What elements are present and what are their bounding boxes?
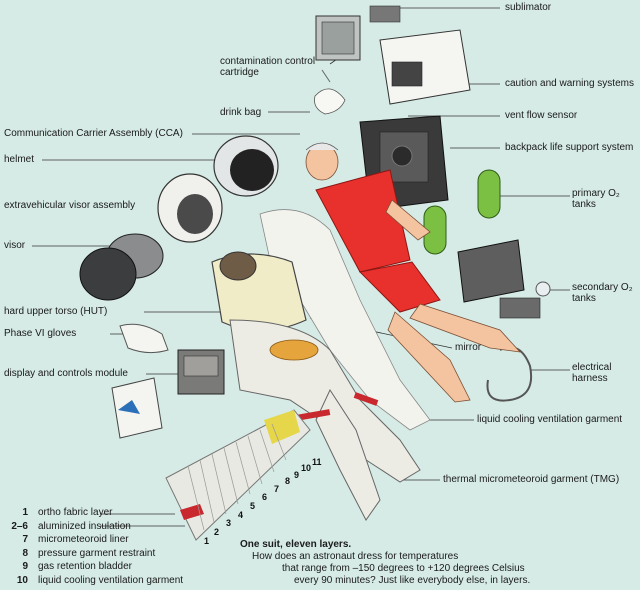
layer-number: 9 xyxy=(294,470,300,480)
layer-number: 5 xyxy=(250,501,256,511)
label-lcvg: liquid cooling ventilation garment xyxy=(477,414,623,425)
lcvg-garment-icon xyxy=(259,209,431,431)
label-hut: hard upper torso (HUT) xyxy=(4,306,108,317)
label-helmet: helmet xyxy=(4,154,35,165)
secondary-o2-module-icon xyxy=(457,239,551,319)
label-tmg: thermal micrometeoroid garment (TMG) xyxy=(443,474,620,485)
layer-number: 10 xyxy=(301,463,312,473)
phase-vi-gloves-icon xyxy=(119,323,169,354)
label-primary-o2-tanks: primary O₂ tanks xyxy=(572,188,620,210)
label-contamination-control-cartridge: contamination control cartridge xyxy=(220,56,316,78)
caption-line: that range from –150 degrees to +120 deg… xyxy=(282,563,525,574)
label-caution-warning-systems: caution and warning systems xyxy=(505,78,634,89)
visor-icon xyxy=(79,233,164,301)
label-secondary-o2-tanks: secondary O₂ tanks xyxy=(572,282,633,304)
layer-cutaway-icon xyxy=(165,409,311,541)
layer-number: 2 xyxy=(214,527,220,537)
label-mirror: mirror xyxy=(455,342,482,353)
caption-line: How does an astronaut dress for temperat… xyxy=(252,551,459,562)
label-display-controls-module: display and controls module xyxy=(4,368,128,379)
layer-number: 7 xyxy=(274,484,280,494)
caption: One suit, eleven layers. How does an ast… xyxy=(240,539,640,587)
label-backpack-life-support: backpack life support system xyxy=(505,142,634,153)
helmet-icon xyxy=(213,135,279,197)
layer-number: 4 xyxy=(238,510,244,520)
label-phase-vi-gloves: Phase VI gloves xyxy=(4,328,77,339)
label-electrical-harness: electrical harness xyxy=(572,362,612,384)
label-sublimator: sublimator xyxy=(505,2,552,13)
label-ev-visor-assembly: extravehicular visor assembly xyxy=(4,200,136,211)
side-pack-icon xyxy=(111,377,163,439)
label-visor: visor xyxy=(4,240,26,251)
person-figure xyxy=(305,142,522,403)
sublimator-icon xyxy=(315,5,401,61)
display-controls-module-icon xyxy=(177,349,225,395)
primary-o2-tanks-icon xyxy=(423,169,501,255)
drink-bag-icon xyxy=(314,69,346,115)
layer-number: 8 xyxy=(285,476,291,486)
layer-number: 6 xyxy=(262,492,268,502)
label-drink-bag: drink bag xyxy=(220,107,262,118)
ev-visor-assembly-icon xyxy=(157,173,223,243)
hard-upper-torso-icon xyxy=(211,251,307,332)
backpack-upper-icon xyxy=(379,29,471,105)
caption-title: One suit, eleven layers. xyxy=(240,539,352,550)
label-vent-flow-sensor: vent flow sensor xyxy=(505,110,578,121)
caption-line: every 90 minutes? Just like everybody el… xyxy=(294,575,531,586)
electrical-harness-icon xyxy=(486,346,532,402)
layer-number: 3 xyxy=(226,518,232,528)
layer-number: 1 xyxy=(204,536,210,546)
tmg-suit-icon xyxy=(229,319,421,521)
layer-number: 11 xyxy=(312,457,322,467)
label-cca: Communication Carrier Assembly (CCA) xyxy=(4,128,183,139)
